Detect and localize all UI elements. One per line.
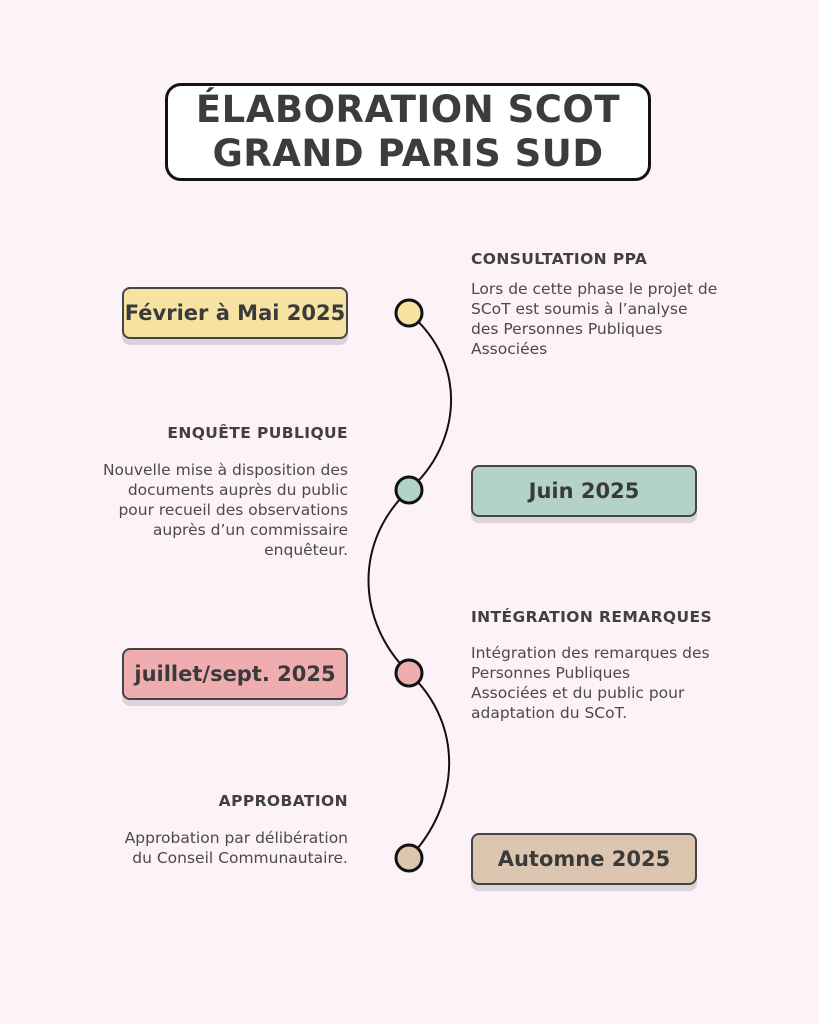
desc-line: SCoT est soumis à l’analyse xyxy=(471,300,688,318)
phase-desc-approbation: Approbation par délibération du Conseil … xyxy=(125,828,348,868)
timeline-dot-1 xyxy=(394,298,424,328)
desc-line: Associées xyxy=(471,340,548,358)
desc-line: Personnes Publiques xyxy=(471,664,631,682)
desc-line: Intégration des remarques des xyxy=(471,644,710,662)
desc-line: Associées et du public pour xyxy=(471,684,685,702)
date-badge-juillet-sept: juillet/sept. 2025 xyxy=(122,648,348,700)
desc-line: auprès d’un commissaire xyxy=(152,521,348,539)
phase-heading-consultation: CONSULTATION PPA xyxy=(471,250,648,268)
title-line-2: GRAND PARIS SUD xyxy=(212,132,604,175)
desc-line: pour recueil des observations xyxy=(118,501,348,519)
title-box: ÉLABORATION SCOT GRAND PARIS SUD xyxy=(165,83,651,181)
phase-desc-integration: Intégration des remarques des Personnes … xyxy=(471,643,710,723)
timeline-dot-2 xyxy=(394,475,424,505)
desc-line: des Personnes Publiques xyxy=(471,320,663,338)
phase-desc-enquete: Nouvelle mise à disposition des document… xyxy=(103,460,348,560)
date-badge-automne: Automne 2025 xyxy=(471,833,697,885)
phase-heading-integration: INTÉGRATION REMARQUES xyxy=(471,608,713,626)
desc-line: Approbation par délibération xyxy=(124,829,348,847)
phase-heading-approbation: APPROBATION xyxy=(218,792,348,810)
desc-line: documents auprès du public xyxy=(127,481,348,499)
phase-heading-enquete: ENQUÊTE PUBLIQUE xyxy=(167,424,348,442)
title-line-1: ÉLABORATION SCOT xyxy=(195,88,621,131)
desc-line: enquêteur. xyxy=(264,541,348,559)
desc-line: Nouvelle mise à disposition des xyxy=(102,461,348,479)
desc-line: Lors de cette phase le projet de xyxy=(471,280,718,298)
date-badge-fevrier-mai: Février à Mai 2025 xyxy=(122,287,348,339)
timeline-dot-3 xyxy=(394,658,424,688)
phase-desc-consultation: Lors de cette phase le projet de SCoT es… xyxy=(471,279,717,359)
desc-line: du Conseil Communautaire. xyxy=(132,849,348,867)
timeline-dot-4 xyxy=(394,843,424,873)
timeline-curve xyxy=(367,312,452,859)
desc-line: adaptation du SCoT. xyxy=(471,704,628,722)
date-badge-juin: Juin 2025 xyxy=(471,465,697,517)
